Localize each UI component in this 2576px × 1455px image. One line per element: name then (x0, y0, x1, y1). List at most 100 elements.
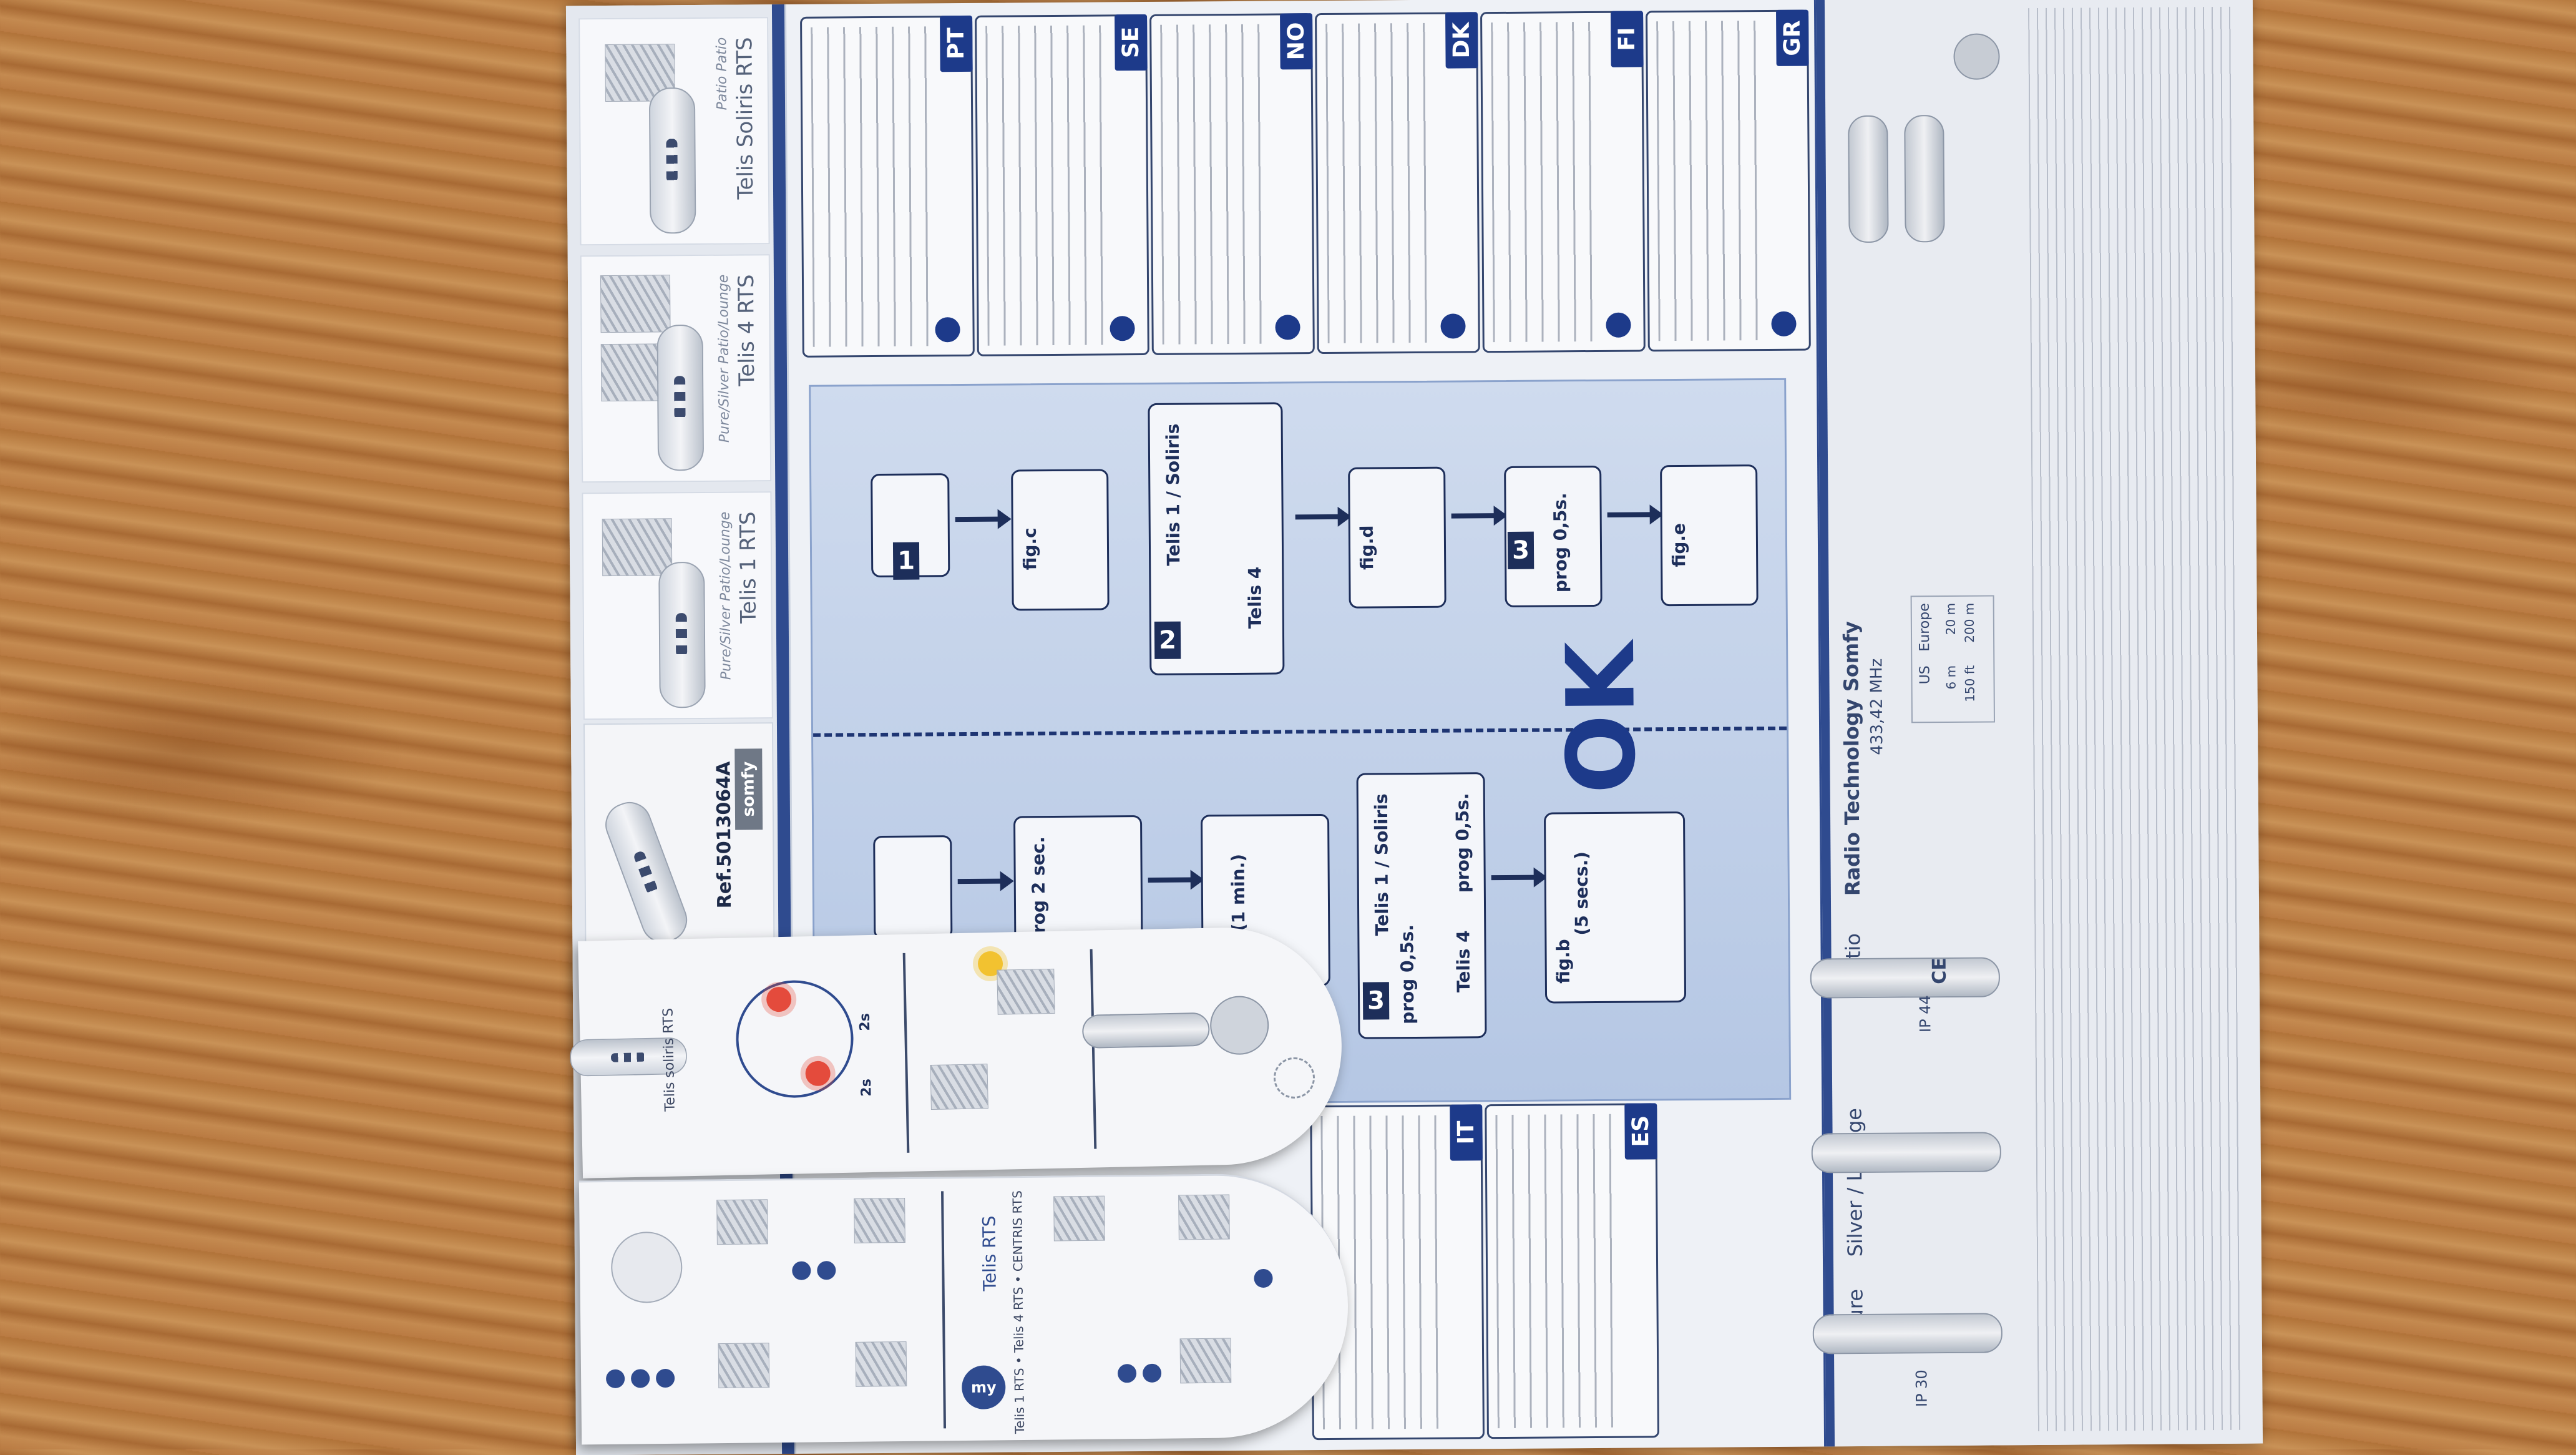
recycle-icon (1273, 1057, 1315, 1099)
instruction-text (1160, 24, 1269, 345)
lang-tag: ES (1624, 1103, 1657, 1160)
lang-panel-es: ES (1485, 1103, 1659, 1439)
lang-panel-fi: FI (1480, 11, 1646, 353)
step-icon (1275, 315, 1300, 340)
lang-tag: GR (1776, 9, 1809, 66)
option-label: Telis 4 (1244, 566, 1266, 629)
step-box (873, 835, 953, 940)
somfy-logo: somfy (734, 748, 763, 830)
fig-label: fig.c (1019, 527, 1041, 571)
step-icon (935, 317, 960, 343)
product-sub: Patio Patio (714, 37, 731, 110)
table-header: Europe (1916, 603, 1933, 652)
remote-dimension-drawing (1811, 1132, 2002, 1173)
card-divider (1090, 949, 1097, 1149)
flow-arrow (1607, 512, 1651, 517)
blinds-illustration (1179, 1338, 1232, 1384)
fig-c-box: fig.c (1011, 469, 1110, 611)
lang-panel-dk: DK (1315, 12, 1480, 355)
awning-illustration (997, 968, 1055, 1015)
table-cell: 200 m (1961, 602, 1978, 643)
model-label: Silver / Lounge (1842, 1107, 1867, 1257)
radio-title: Radio Technology Somfy (1838, 620, 1865, 896)
remote-top-view (610, 1231, 683, 1303)
instruction-text (1656, 21, 1765, 341)
battery-replacement-diagram (1828, 21, 2018, 371)
blinds-illustration (602, 518, 673, 577)
blinds-illustration (1053, 1195, 1105, 1242)
remote-illustration (1848, 115, 1889, 243)
timer-label: 2s (857, 1012, 874, 1031)
telis-badge: my (961, 1365, 1006, 1410)
fig-e-box: fig.e (1660, 464, 1759, 607)
remote-illustration (599, 796, 694, 949)
step-number: 3 (1362, 982, 1390, 1020)
step-number: 3 (1507, 531, 1534, 569)
step-icon (1440, 313, 1466, 339)
product-sub: Pure/Silver Patio/Lounge (717, 511, 734, 680)
instruction-text (811, 26, 929, 347)
awning-illustration (930, 1064, 988, 1110)
table-cell: 150 ft (1962, 665, 1978, 702)
blinds-illustration (1178, 1194, 1230, 1240)
telis-quick-guide-card: my Telis RTS Telis 1 RTS • Telis 4 RTS •… (578, 1172, 1350, 1445)
lang-tag: PT (940, 15, 973, 72)
ip-rating: IP 44 (1916, 995, 1934, 1033)
reference-number: Ref.5013064A (713, 761, 736, 909)
lang-tag: SE (1115, 14, 1148, 71)
lang-panel-pt: PT (800, 15, 975, 358)
table-header: US (1917, 665, 1933, 685)
step-number: 1 (892, 542, 920, 580)
flow-arrow (1148, 877, 1192, 883)
card-divider (941, 1191, 947, 1429)
remote-illustration (658, 561, 706, 708)
ok-label: OK (1546, 641, 1657, 795)
product-name: Telis 4 RTS (733, 274, 760, 386)
range-table: Europe 20 m 200 m US 6 m 150 ft (1910, 595, 1995, 723)
card-variants: Telis 1 RTS • Telis 4 RTS • CENTRIS RTS (1010, 1190, 1028, 1434)
remote-dimension-drawing (1810, 957, 2001, 999)
fig-d-box: fig.d (1348, 466, 1447, 609)
button-icon (817, 1261, 836, 1280)
instruction-text (985, 25, 1104, 346)
timer-label: 2s (858, 1078, 875, 1097)
flow-arrow (1451, 513, 1495, 519)
instruction-text (1491, 21, 1600, 343)
step-icon (1606, 312, 1631, 338)
remote-illustration (1081, 1012, 1210, 1049)
prog-label: prog 0,5s. (1397, 924, 1418, 1024)
battery-icon (1209, 995, 1270, 1056)
table-cell: 20 m (1943, 602, 1959, 635)
lang-panel-gr: GR (1646, 9, 1811, 352)
ce-mark: CE (1928, 958, 1951, 984)
table-cell: 6 m (1943, 665, 1959, 690)
remote-illustration (648, 87, 696, 234)
blinds-illustration (855, 1341, 907, 1387)
flow-arrow (955, 516, 999, 522)
battery-icon (1953, 33, 2000, 80)
card-product-name: Telis soliris RTS (660, 1007, 678, 1112)
lang-tag: FI (1611, 11, 1644, 67)
option-label: Telis 4 (1453, 930, 1474, 993)
button-icon (792, 1261, 811, 1280)
step-number: 2 (1154, 621, 1181, 659)
step-icon (1110, 316, 1135, 341)
fig-b-box: (5 secs.) fig.b (1543, 811, 1687, 1004)
lang-tag: NO (1280, 13, 1313, 70)
card-divider (902, 953, 910, 1153)
button-icon (605, 1369, 625, 1389)
ip-rating: IP 30 (1913, 1369, 1931, 1408)
step-icon (1771, 311, 1797, 336)
card-product-name: Telis RTS (978, 1215, 1000, 1291)
button-icon (655, 1368, 675, 1388)
wait-label: (1 min.) (1227, 853, 1249, 932)
frequency: 433,42 MHz (1867, 658, 1887, 755)
button-icon (630, 1369, 650, 1388)
lang-tag: DK (1445, 12, 1478, 69)
prog-label: prog 0,5s. (1549, 492, 1571, 593)
product-card-telis1: Telis 1 RTS Pure/Silver Patio/Lounge (582, 491, 773, 720)
lang-tag: IT (1450, 1104, 1483, 1161)
fig-label: fig.e (1668, 522, 1690, 567)
remote-dimension-drawing (1812, 1313, 2003, 1355)
fig-label: fig.d (1356, 525, 1378, 571)
